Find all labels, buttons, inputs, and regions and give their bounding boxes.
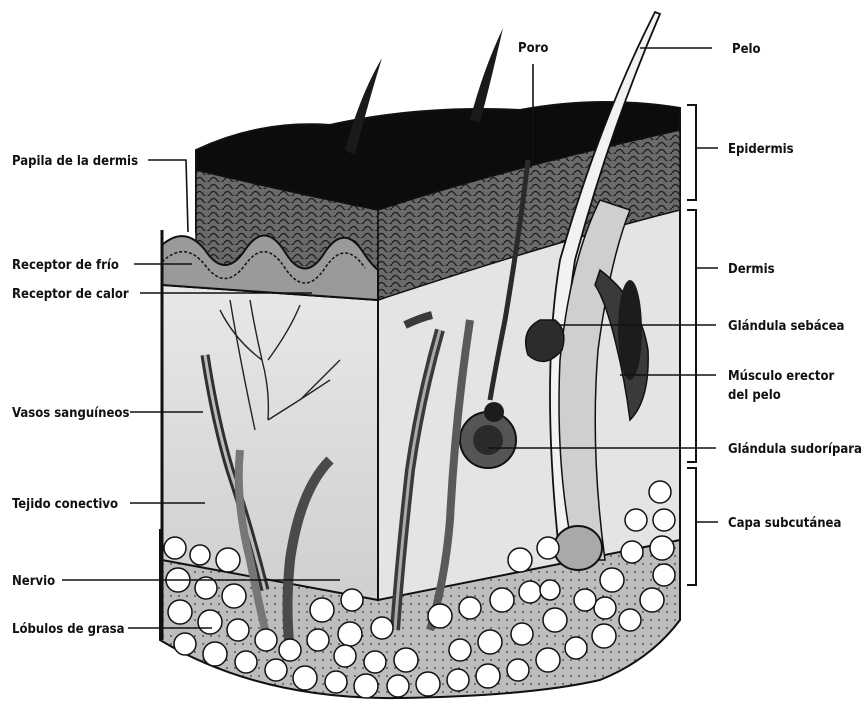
hair-bulb bbox=[554, 526, 602, 570]
label-musculo-2: del pelo bbox=[728, 388, 781, 403]
label-receptor-frio: Receptor de frío bbox=[12, 258, 119, 273]
label-tejido: Tejido conectivo bbox=[12, 497, 118, 512]
label-dermis: Dermis bbox=[728, 262, 775, 277]
label-vasos: Vasos sanguíneos bbox=[12, 406, 129, 421]
epidermis-bracket bbox=[687, 105, 696, 200]
label-epidermis: Epidermis bbox=[728, 142, 794, 157]
label-pelo: Pelo bbox=[732, 42, 761, 57]
label-papila: Papila de la dermis bbox=[12, 154, 138, 169]
dermis-bracket bbox=[687, 210, 696, 462]
leader-papila bbox=[148, 160, 188, 232]
label-sudoripara: Glándula sudorípara bbox=[728, 442, 862, 457]
label-receptor-calor: Receptor de calor bbox=[12, 287, 129, 302]
label-sebacea: Glándula sebácea bbox=[728, 319, 844, 334]
label-subcutanea: Capa subcutánea bbox=[728, 516, 841, 531]
label-nervio: Nervio bbox=[12, 574, 55, 589]
subcutaneous-bracket bbox=[687, 468, 696, 585]
label-musculo-1: Músculo erector bbox=[728, 369, 835, 384]
hair-2 bbox=[470, 28, 503, 122]
label-lobulos: Lóbulos de grasa bbox=[12, 622, 125, 637]
label-poro: Poro bbox=[518, 41, 548, 56]
